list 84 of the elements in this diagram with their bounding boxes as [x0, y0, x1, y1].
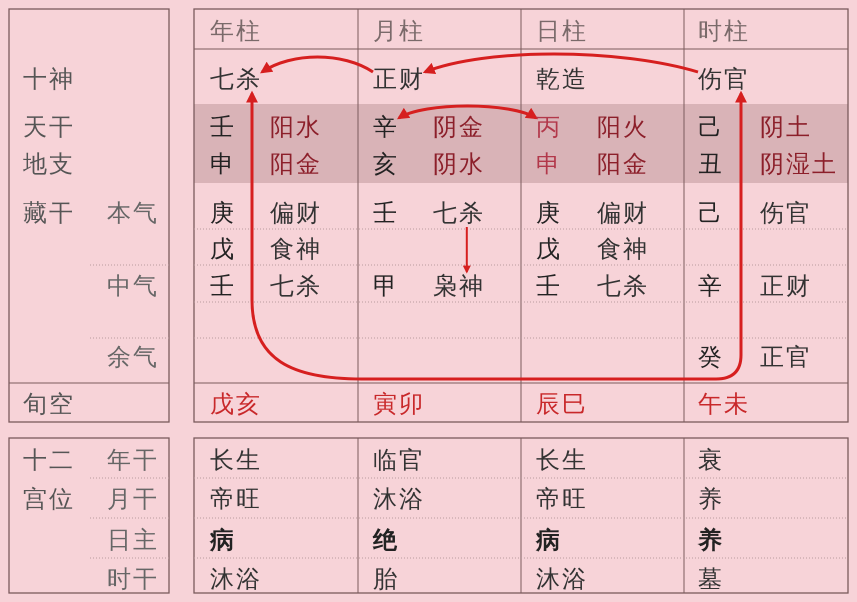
life-stage: 病 — [210, 526, 236, 554]
row-label: 十二宫位 — [23, 445, 76, 515]
row-label: 地支 — [23, 150, 75, 178]
stem-character: 丑 — [698, 150, 724, 178]
ten-god-label: 偏财 — [597, 199, 649, 227]
hidden-stem: 癸 — [698, 343, 724, 371]
arrow — [396, 104, 538, 120]
pillar-label: 乾造 — [536, 65, 588, 93]
arrow — [462, 227, 471, 274]
row-label: 日主 — [107, 526, 159, 554]
stem-character: 辛 — [373, 113, 399, 141]
hidden-stem: 庚 — [536, 199, 562, 227]
life-stage: 衰 — [698, 446, 724, 474]
ten-god-label: 七杀 — [433, 199, 485, 227]
ten-god-label: 七杀 — [210, 65, 262, 93]
stem-character: 丙 — [536, 113, 562, 141]
stem-character: 壬 — [210, 113, 236, 141]
void-branches: 寅卯 — [373, 390, 425, 418]
element-label: 阴湿土 — [760, 150, 838, 178]
life-stage: 绝 — [373, 526, 399, 554]
ten-god-label: 正财 — [373, 65, 425, 93]
ten-god-label: 枭神 — [433, 272, 485, 300]
life-stage: 长生 — [536, 446, 588, 474]
life-stage: 临官 — [373, 446, 425, 474]
hidden-stem: 壬 — [373, 199, 399, 227]
column-header: 月柱 — [373, 17, 425, 45]
hidden-stem: 甲 — [373, 272, 399, 300]
ten-god-label: 伤官 — [760, 199, 812, 227]
hidden-stem: 辛 — [698, 272, 724, 300]
void-branches: 戊亥 — [210, 390, 262, 418]
life-stage: 墓 — [698, 565, 724, 593]
row-label: 时干 — [107, 565, 159, 593]
row-label: 十神 — [23, 65, 75, 93]
element-label: 阴土 — [760, 113, 812, 141]
element-label: 阳金 — [270, 150, 322, 178]
life-stage: 帝旺 — [210, 485, 262, 513]
stem-character: 己 — [698, 113, 724, 141]
hidden-stem: 戊 — [210, 235, 236, 263]
ten-god-label: 七杀 — [597, 272, 649, 300]
ten-god-label: 正财 — [760, 272, 812, 300]
row-label: 年干 — [107, 446, 159, 474]
row-label: 旬空 — [23, 390, 75, 418]
stem-character: 申 — [536, 150, 562, 178]
life-stage: 养 — [698, 485, 724, 513]
void-branches: 午未 — [698, 390, 750, 418]
stem-character: 申 — [210, 150, 236, 178]
stem-character: 亥 — [373, 150, 399, 178]
row-label: 余气 — [107, 343, 159, 371]
arrow — [246, 90, 747, 380]
life-stage: 沐浴 — [373, 485, 425, 513]
hidden-stem: 壬 — [536, 272, 562, 300]
row-label: 月干 — [107, 485, 159, 513]
column-header: 时柱 — [698, 17, 750, 45]
life-stage: 沐浴 — [536, 565, 588, 593]
hidden-stem: 庚 — [210, 199, 236, 227]
life-stage: 病 — [536, 526, 562, 554]
hidden-stem: 己 — [698, 199, 724, 227]
life-stage: 帝旺 — [536, 485, 588, 513]
arrow — [260, 56, 374, 74]
column-header: 年柱 — [210, 17, 262, 45]
row-label: 藏干 — [23, 199, 75, 227]
ten-god-label: 伤官 — [698, 65, 750, 93]
life-stage: 沐浴 — [210, 565, 262, 593]
hidden-stem: 戊 — [536, 235, 562, 263]
ten-god-label: 食神 — [270, 235, 322, 263]
life-stage: 胎 — [373, 565, 399, 593]
element-label: 阴金 — [433, 113, 485, 141]
hidden-stem: 壬 — [210, 272, 236, 300]
element-label: 阳金 — [597, 150, 649, 178]
element-label: 阴水 — [433, 150, 485, 178]
life-stage: 长生 — [210, 446, 262, 474]
column-header: 日柱 — [536, 17, 588, 45]
ten-god-label: 偏财 — [270, 199, 322, 227]
row-label: 天干 — [23, 113, 75, 141]
ten-god-label: 正官 — [760, 343, 812, 371]
element-label: 阳火 — [597, 113, 649, 141]
row-label: 本气 — [107, 199, 159, 227]
life-stage: 养 — [698, 526, 724, 554]
void-branches: 辰巳 — [536, 390, 588, 418]
ten-god-label: 七杀 — [270, 272, 322, 300]
row-label: 中气 — [107, 272, 159, 300]
arrow — [422, 52, 698, 75]
ten-god-label: 食神 — [597, 235, 649, 263]
element-label: 阳水 — [270, 113, 322, 141]
